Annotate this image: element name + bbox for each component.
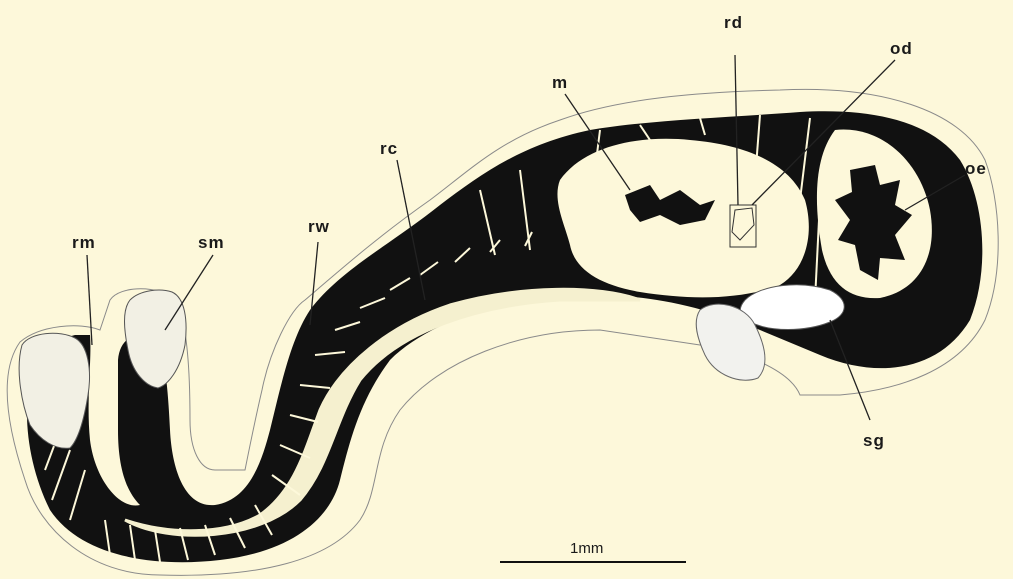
label-od: od [890, 40, 913, 57]
label-sm: sm [198, 234, 225, 251]
leader-rm [87, 255, 92, 345]
label-rd: rd [724, 14, 743, 31]
label-rm: rm [72, 234, 96, 251]
label-m: m [552, 74, 568, 91]
label-rc: rc [380, 140, 398, 157]
scale-bar-label: 1mm [570, 541, 603, 556]
label-rw: rw [308, 218, 330, 235]
label-sg: sg [863, 432, 885, 449]
label-oe: oe [965, 160, 987, 177]
